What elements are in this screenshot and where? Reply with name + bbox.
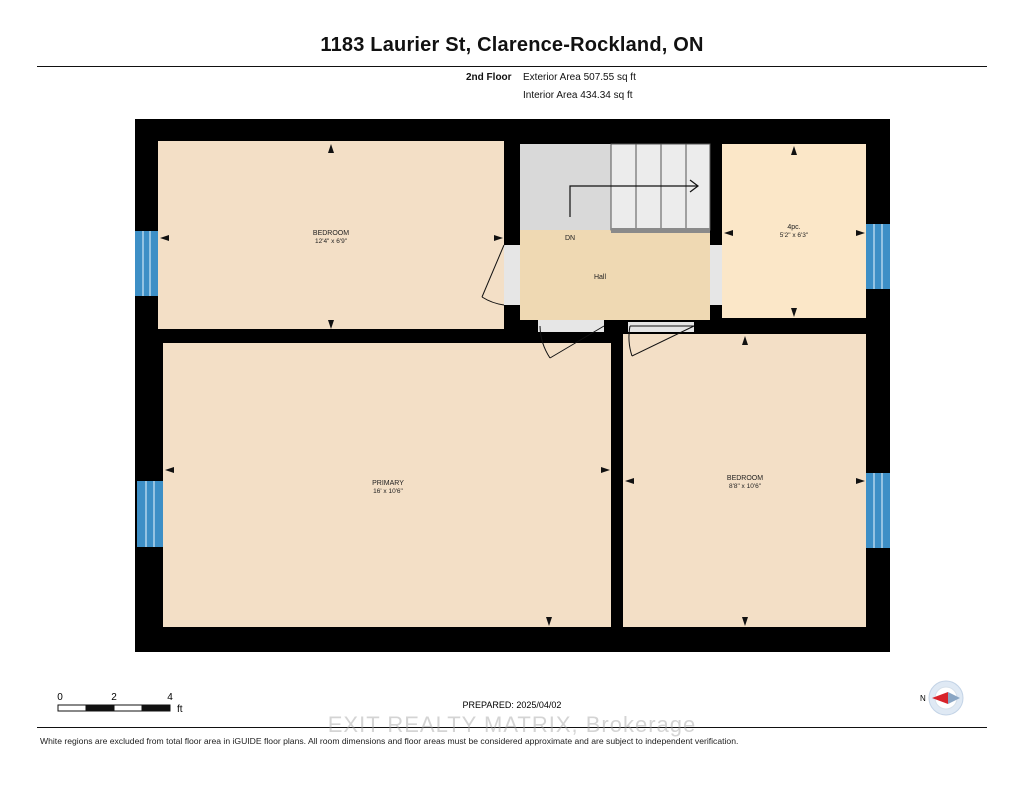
exterior-area: Exterior Area 507.55 sq ft bbox=[523, 72, 636, 83]
room-bedroom-2 bbox=[623, 334, 866, 627]
room-bath bbox=[722, 144, 866, 318]
watermark: EXIT REALTY MATRIX, Brokerage bbox=[327, 712, 697, 737]
compass-north-label: N bbox=[920, 694, 926, 703]
window-bedroom-1 bbox=[135, 231, 158, 296]
door-swing-bedroom-2 bbox=[628, 325, 695, 357]
bedroom-2-dims: 8'8" x 10'6" bbox=[729, 483, 762, 490]
bedroom-1-label: BEDROOM bbox=[313, 230, 349, 237]
dimension-arrows bbox=[160, 144, 865, 626]
room-bedroom-1 bbox=[158, 141, 504, 329]
compass-icon bbox=[928, 680, 964, 716]
hall-label: Hall bbox=[594, 274, 607, 281]
scale-unit: ft bbox=[177, 704, 183, 715]
window-bath bbox=[866, 224, 890, 289]
scale-label-4: 4 bbox=[167, 692, 173, 703]
floor-label: 2nd Floor bbox=[466, 72, 512, 83]
primary-label: PRIMARY bbox=[372, 480, 404, 487]
prepared-date: PREPARED: 2025/04/02 bbox=[463, 700, 562, 710]
stair-treads bbox=[610, 143, 711, 233]
disclaimer: White regions are excluded from total fl… bbox=[40, 736, 739, 746]
door-swing-primary bbox=[539, 325, 605, 359]
page-title: 1183 Laurier St, Clarence-Rockland, ON bbox=[320, 34, 704, 56]
bedroom-1-dims: 12'4" x 6'9" bbox=[315, 238, 348, 245]
window-bedroom-2 bbox=[866, 473, 890, 548]
bath-dims: 5'2" x 6'3" bbox=[780, 232, 809, 239]
stair-direction-arrow bbox=[569, 179, 699, 217]
header-divider bbox=[37, 66, 987, 67]
door-gap-bedroom-2 bbox=[628, 322, 694, 332]
hall-opening-left bbox=[504, 245, 520, 305]
room-primary bbox=[163, 343, 611, 627]
scale-label-0: 0 bbox=[57, 692, 63, 703]
door-gap-primary bbox=[538, 320, 604, 332]
scale-label-2: 2 bbox=[111, 692, 117, 703]
window-primary bbox=[137, 481, 163, 547]
room-hall bbox=[520, 230, 710, 320]
bedroom-2-label: BEDROOM bbox=[727, 475, 763, 482]
hall-opening-right bbox=[710, 245, 722, 305]
stairs-down-label: DN bbox=[565, 235, 575, 242]
interior-area: Interior Area 434.34 sq ft bbox=[523, 90, 633, 101]
scale-bar bbox=[57, 704, 171, 712]
primary-dims: 16' x 10'6" bbox=[373, 488, 403, 495]
door-swing-bedroom-1 bbox=[481, 244, 505, 306]
footer-divider bbox=[37, 727, 987, 728]
bath-label: 4pc. bbox=[787, 224, 800, 231]
